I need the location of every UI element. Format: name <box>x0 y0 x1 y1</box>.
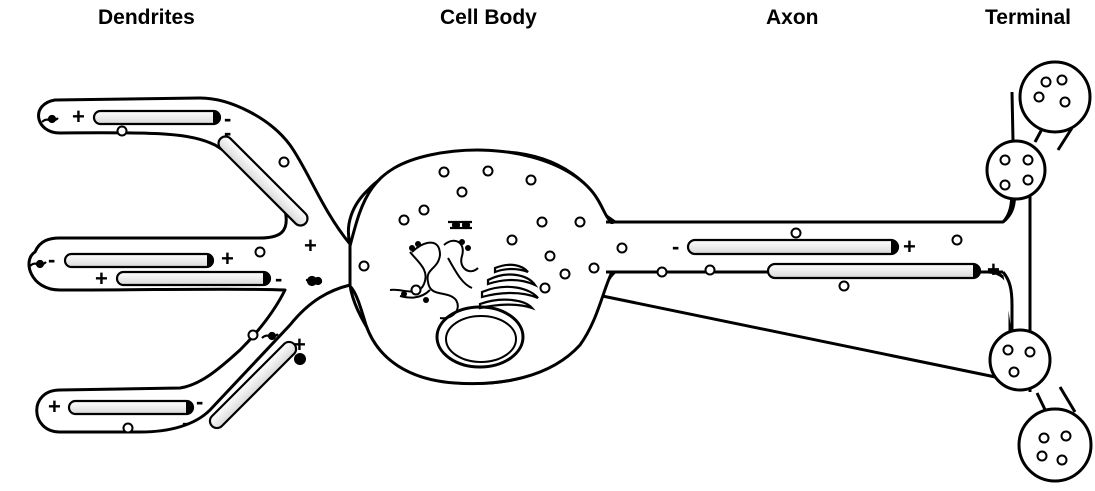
minus-sign: - <box>196 389 203 414</box>
minus-sign: - <box>753 258 760 283</box>
microtubule-dendrite-diagonal-bottom <box>207 339 299 431</box>
microtubule-axon-upper <box>688 240 898 254</box>
plus-sign: + <box>72 104 85 129</box>
terminal-bouton-upper <box>987 141 1045 199</box>
terminal-bouton-lower <box>990 330 1050 390</box>
plus-sign: + <box>304 233 317 258</box>
microtubule-dendrite-bottom <box>69 401 193 414</box>
plus-sign: + <box>293 332 306 357</box>
minus-sign: - <box>672 234 679 259</box>
plus-sign: + <box>95 266 108 291</box>
terminal-bouton-bottom <box>1019 409 1091 481</box>
microtubule-axon-lower <box>768 264 980 278</box>
plus-sign: + <box>987 257 1000 282</box>
terminal-bouton-top <box>1020 62 1090 132</box>
microtubule-dendrite-middle-a <box>65 254 214 267</box>
minus-sign: - <box>182 410 189 435</box>
plus-sign: + <box>903 234 916 259</box>
minus-sign: - <box>224 120 231 145</box>
microtubule-dendrite-middle-b <box>117 272 270 285</box>
microtubule-dendrite-diagonal-top <box>216 134 311 229</box>
plus-sign: + <box>48 394 61 419</box>
minus-sign: - <box>275 266 282 291</box>
minus-sign: - <box>48 247 55 272</box>
cell-body-outline <box>350 150 612 384</box>
plus-sign: + <box>221 246 234 271</box>
microtubule-dendrite-top <box>94 111 220 124</box>
